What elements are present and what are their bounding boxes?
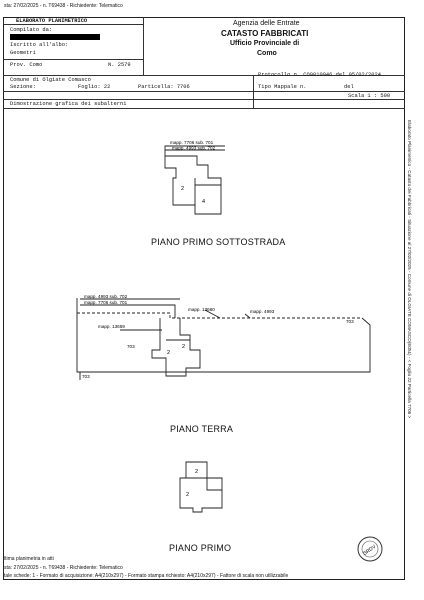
dimostrazione-line: Dimostrazione grafica dei subalterni <box>10 101 127 107</box>
basement-outline <box>164 155 222 215</box>
ground-label-7706-701: mapp. 7706 sub. 701 <box>84 300 128 305</box>
tipo-mappale-field: Tipo Mappale n. <box>258 84 307 90</box>
protocol-field: Protocollo n. CO0010946 del 05/02/2024 <box>258 72 381 78</box>
top-print-note: sta: 27/02/2025 - n. T69438 - Richiedent… <box>4 3 123 9</box>
footer-line-1: sta: 27/02/2025 - n. T69438 - Richiedent… <box>4 565 123 571</box>
first-floor-outline <box>179 461 223 513</box>
registered-value: Geometri <box>10 50 36 56</box>
footer-line-2: tale schede: 1 - Formato di acquisizione… <box>4 573 289 579</box>
ground-label-13660: mapp. 13660 <box>188 307 215 312</box>
side-vertical-note: Elaborato Planimetrico - Catasto dei Fab… <box>407 120 412 419</box>
first-floor-inner-wall <box>186 477 222 491</box>
ground-label-4993: mapp. 4993 <box>250 309 275 314</box>
ground-room-b: 2 <box>182 344 185 350</box>
ground-property-line <box>77 312 362 319</box>
basement-room-a: 2 <box>181 186 184 192</box>
ground-label-703-left: 703 <box>82 374 90 379</box>
province-label: Prov. Como <box>10 62 43 68</box>
basement-label-sub702: mapp. 4993 sub. 702 <box>172 146 216 151</box>
del-field: del <box>344 84 354 90</box>
basement-label-sub701: mapp. 7706 sub. 701 <box>170 140 214 145</box>
basement-inner-wall <box>194 178 221 205</box>
redacted-name-bar <box>10 34 100 40</box>
scale-field: Scala 1 : 500 <box>348 93 391 99</box>
compiled-by-label: Compilato da: <box>10 27 53 33</box>
ground-boundary-left <box>76 298 360 373</box>
ground-label-4993-702: mapp. 4993 sub. 702 <box>84 294 128 299</box>
ground-leaders <box>80 298 251 331</box>
ground-building <box>151 318 201 377</box>
sezione-field: Sezione: <box>10 84 36 90</box>
basement-title: PIANO PRIMO SOTTOSTRADA <box>151 237 286 247</box>
first-room-a: 2 <box>195 469 198 475</box>
office-line: Ufficio Provinciale di <box>230 40 300 47</box>
ground-label-703-right: 703 <box>346 319 354 324</box>
last-plan-note: ltima planimetria in atti <box>4 556 54 562</box>
ground-boundary-right <box>360 317 371 373</box>
ground-room-a: 2 <box>167 350 170 356</box>
registered-label: Iscritto all'albo: <box>10 42 69 48</box>
comune-field: Comune di Olgiate Comasco <box>10 77 91 83</box>
doc-title: ELABORATO PLANIMETRICO <box>16 18 88 24</box>
basement-leader <box>164 145 225 156</box>
basement-room-b: 4 <box>202 199 205 205</box>
particella-field: Particella: 7706 <box>138 84 190 90</box>
document-frame <box>3 17 405 580</box>
foglio-field: Foglio: 22 <box>78 84 111 90</box>
agency-name: Agenzia delle Entrate <box>233 20 300 27</box>
ground-label-13659: mapp. 13659 <box>98 324 125 329</box>
first-room-b: 2 <box>186 492 189 498</box>
ground-title: PIANO TERRA <box>170 424 234 434</box>
registration-number: N. 2579 <box>108 62 131 68</box>
ground-label-703-mid: 703 <box>127 344 135 349</box>
office-city: Como <box>257 50 277 57</box>
first-floor-title: PIANO PRIMO <box>169 543 232 553</box>
office-stamp: SRDV <box>357 536 383 562</box>
catasto-title: CATASTO FABBRICATI <box>221 29 309 38</box>
